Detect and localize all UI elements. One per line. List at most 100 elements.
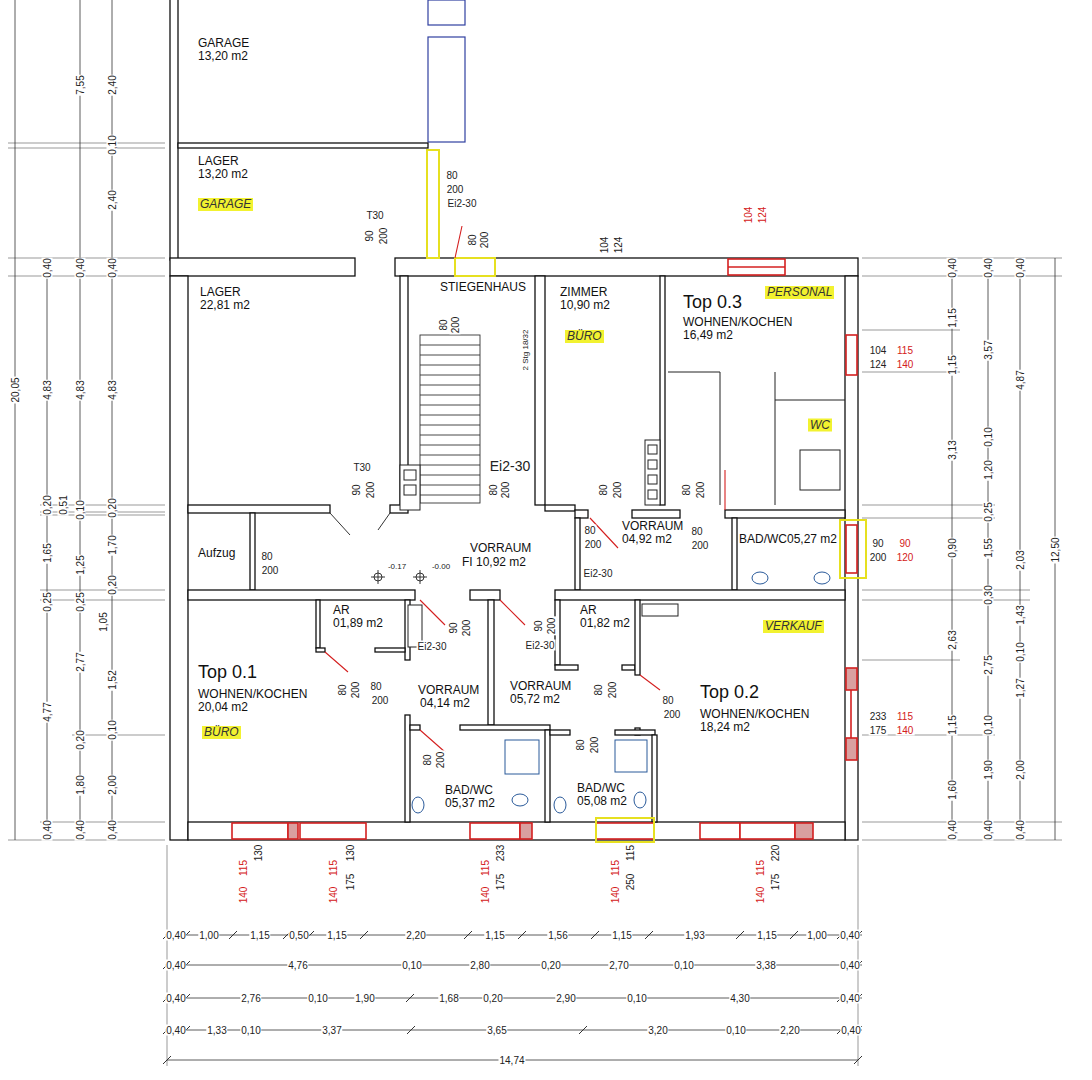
door-size: 200 bbox=[365, 481, 376, 500]
window-size: 175 bbox=[869, 725, 888, 736]
window-size: 140 bbox=[480, 886, 491, 905]
dimension-value: 0,40 bbox=[107, 819, 118, 840]
window-size: 175 bbox=[495, 873, 506, 892]
dimension-value: 1,93 bbox=[684, 930, 705, 941]
dimension-value: 4,77 bbox=[42, 701, 53, 722]
unit-name: Top 0.2 bbox=[700, 682, 759, 702]
window-size: 140 bbox=[610, 886, 621, 905]
dimension-value: 1,80 bbox=[75, 774, 86, 795]
door-size: 200 bbox=[584, 539, 603, 550]
room-area: VORRAUM04,14 m2 bbox=[410, 652, 488, 725]
window-size: 115 bbox=[896, 345, 914, 356]
room-use-note: WC bbox=[808, 419, 832, 432]
room-area: VORRAUMFI 10,92 m2 bbox=[255, 512, 575, 590]
level-markers bbox=[371, 570, 427, 584]
room-area: BAD/WC05,27 m2 bbox=[737, 518, 845, 590]
dimension-value: 2,80 bbox=[469, 960, 490, 971]
dimension-value: 0,20 bbox=[75, 729, 86, 750]
door-size: 200 bbox=[450, 316, 461, 335]
dimension-value: 0,40 bbox=[839, 960, 860, 971]
window-size: 233 bbox=[495, 844, 506, 863]
room-use-note: BÜRO bbox=[202, 726, 241, 739]
room-name: BAD/WC bbox=[577, 782, 625, 795]
door-size: 80 bbox=[467, 233, 478, 246]
door-size: 90 bbox=[351, 483, 362, 496]
dimension-value: 0,25 bbox=[983, 501, 994, 522]
room-name: VORRAUM bbox=[622, 520, 683, 533]
unit-name: Top 0.3 bbox=[683, 292, 742, 312]
dimension-value: 1,00 bbox=[198, 930, 219, 941]
window-size: 175 bbox=[770, 873, 781, 892]
dimension-value: 0,20 bbox=[540, 960, 561, 971]
dimension-value: 0,10 bbox=[307, 993, 328, 1004]
door-size: 200 bbox=[612, 481, 623, 500]
door-size: 200 bbox=[446, 184, 465, 195]
dimension-value: 4,30 bbox=[729, 993, 750, 1004]
dimension-value: 0,40 bbox=[1015, 819, 1026, 840]
dimension-value: 0,10 bbox=[240, 1025, 261, 1036]
dimension-value: 0,25 bbox=[42, 591, 53, 612]
room-name: VORRAUM bbox=[470, 542, 531, 555]
dimension-value: 1,56 bbox=[547, 930, 568, 941]
dimension-value: 1,15 bbox=[611, 930, 632, 941]
door-size: 200 bbox=[435, 751, 446, 770]
door-size: 80 bbox=[598, 483, 609, 496]
door-size: 80 bbox=[681, 483, 692, 496]
room-area: Top 0.1WOHNEN/KOCHEN20,04 m2BÜRO bbox=[188, 600, 316, 822]
dimension-value: 0,40 bbox=[839, 993, 860, 1004]
window-size: 140 bbox=[328, 886, 339, 905]
room-area: GARAGE13,20 m2 bbox=[180, 0, 425, 140]
door-size: 90 bbox=[364, 229, 375, 242]
door-size: 80 bbox=[690, 526, 703, 537]
room-use-note: VERKAUF bbox=[763, 620, 824, 633]
dimension-value: 1,15 bbox=[947, 354, 958, 375]
dimension-value: 0,10 bbox=[626, 993, 647, 1004]
room-use-note: BÜRO bbox=[565, 330, 604, 343]
fire-rating: Ei2-30 bbox=[489, 459, 531, 474]
room-use-note: PERSONAL bbox=[765, 286, 834, 299]
window-size: 115 bbox=[755, 859, 766, 877]
dimension-value: 0,40 bbox=[1015, 257, 1026, 278]
room-area: 20,04 m2 bbox=[198, 701, 248, 714]
room-area: BAD/WC05,08 m2 bbox=[550, 735, 652, 822]
dimension-value: 0,40 bbox=[165, 930, 186, 941]
dimension-value: 3,13 bbox=[947, 439, 958, 460]
window-size: 175 bbox=[345, 873, 356, 892]
room-name: AR bbox=[333, 604, 350, 617]
unit-name: Top 0.1 bbox=[198, 662, 257, 682]
room-name: AR bbox=[580, 604, 597, 617]
level-mark: -0.17 bbox=[387, 562, 407, 571]
room-area: 16,49 m2 bbox=[683, 329, 733, 342]
room-area: Aufzug bbox=[188, 515, 250, 590]
dimension-value: 0,40 bbox=[947, 819, 958, 840]
room-name: LAGER bbox=[198, 155, 239, 168]
dimension-value: 0,10 bbox=[75, 499, 86, 520]
fire-rating: Ei2-30 bbox=[447, 198, 478, 209]
room-name: BAD/WC bbox=[739, 533, 787, 546]
dimension-value: 2,70 bbox=[608, 960, 629, 971]
window-size: 140 bbox=[896, 725, 915, 736]
room-area: 04,14 m2 bbox=[420, 697, 470, 710]
dimension-value: 1,90 bbox=[983, 759, 994, 780]
dimension-value: 4,76 bbox=[287, 960, 308, 971]
dimension-value: 1,27 bbox=[1015, 677, 1026, 698]
shafts bbox=[400, 465, 422, 647]
room-area: 04,92 m2 bbox=[622, 533, 672, 546]
fire-rating: T30 bbox=[352, 462, 371, 473]
room-name: LAGER bbox=[200, 286, 241, 299]
door-size: 80 bbox=[422, 753, 433, 766]
window-size: 140 bbox=[238, 886, 249, 905]
dimension-value: 4,83 bbox=[107, 379, 118, 400]
dimension-value: 1,05 bbox=[98, 611, 109, 632]
dimension-value: 1,00 bbox=[806, 930, 827, 941]
door-size: 80 bbox=[438, 318, 449, 331]
dimension-value: 1,25 bbox=[75, 554, 86, 575]
window-size: 104 bbox=[743, 206, 754, 225]
window-size: 200 bbox=[869, 552, 888, 563]
door-size: 200 bbox=[589, 736, 600, 755]
dimension-value: 7,55 bbox=[75, 74, 86, 95]
room-area: VORRAUM05,72 m2 bbox=[494, 670, 635, 730]
dimension-value: 1,52 bbox=[107, 669, 118, 690]
